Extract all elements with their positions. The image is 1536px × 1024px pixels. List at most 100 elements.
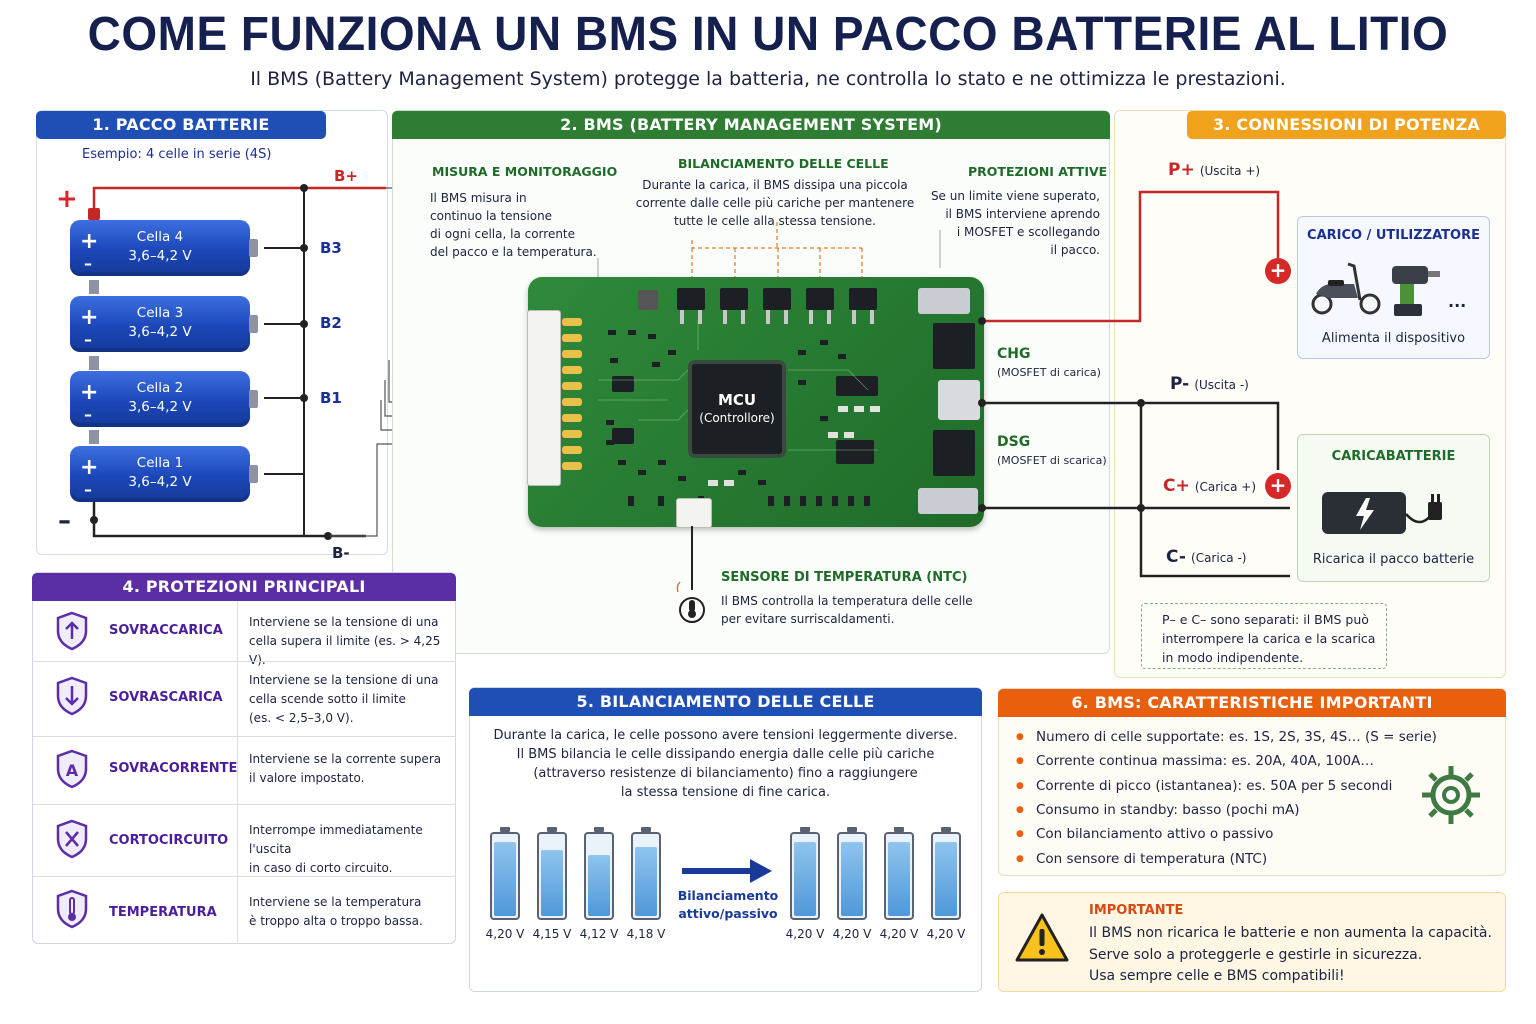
- tap-b1-label: B1: [320, 389, 342, 407]
- battery-icon: [490, 827, 520, 920]
- battery-level-fill: [494, 842, 516, 916]
- battery-voltage-label: 4,20 V: [879, 927, 919, 941]
- gear-icon: [1422, 766, 1480, 824]
- load-plus-icon: +: [1265, 258, 1291, 284]
- p-plus-label: P+ (Uscita +): [1168, 160, 1261, 180]
- bms-panel: [392, 110, 1110, 654]
- cell-3-name: Cella 3: [136, 305, 184, 321]
- battery-level-fill: [841, 842, 863, 916]
- battery-level-fill: [588, 855, 610, 916]
- cell-3-range: 3,6–4,2 V: [128, 324, 192, 340]
- battery-icon: [584, 827, 614, 920]
- protection-row: SOVRASCARICA Interviene se la tensione d…: [33, 661, 456, 736]
- charger-icon: [1322, 492, 1442, 534]
- battery-icon: [837, 827, 867, 920]
- protections-header: 4. PROTEZIONI PRINCIPALI: [32, 573, 456, 601]
- power-wiring: [978, 190, 1290, 578]
- bms-header: 2. BMS (BATTERY MANAGEMENT SYSTEM): [392, 111, 1110, 139]
- charger-title: CARICABATTERIE: [1331, 449, 1456, 464]
- battery-level-fill: [541, 850, 563, 916]
- bminus-label: B-: [332, 544, 350, 562]
- ntc-text: Il BMS controlla la temperatura delle ce…: [721, 594, 973, 626]
- warning-icon: [1015, 913, 1069, 962]
- important-panel: [998, 892, 1506, 992]
- short-circuit-icon: [56, 819, 88, 859]
- pcb-components: [598, 320, 880, 506]
- ntc-title: SENSORE DI TEMPERATURA (NTC): [721, 570, 968, 585]
- overcurrent-icon: A: [56, 749, 88, 789]
- dsg-label: DSG: [997, 434, 1031, 450]
- ic-chip-b: [836, 440, 874, 464]
- c-plus-label: C+ (Carica +): [1163, 476, 1257, 496]
- load-title: CARICO / UTILIZZATORE: [1307, 228, 1480, 243]
- protections-active-title: PROTEZIONI ATTIVE: [968, 164, 1108, 179]
- mcu-chip: [692, 364, 782, 454]
- protection-row: TEMPERATURA Interviene se la temperatura…: [33, 876, 456, 944]
- mcu-label: MCU: [717, 391, 757, 409]
- cell-2-name: Cella 2: [136, 380, 184, 396]
- dsg-sublabel: (MOSFET di scarica): [997, 454, 1107, 467]
- charger-plus-icon: +: [1265, 473, 1291, 499]
- dsg-mosfet: [933, 430, 975, 476]
- balancing-arrow: [682, 859, 772, 883]
- feature-item: Con bilanciamento attivo o passivo: [1016, 826, 1273, 842]
- protections-divider: [237, 601, 238, 944]
- battery-level-fill: [935, 842, 957, 916]
- battery-voltage-label: 4,12 V: [579, 927, 619, 941]
- cell-2: +– Cella 2 3,6–4,2 V: [70, 371, 258, 427]
- load-text: Alimenta il dispositivo: [1321, 331, 1466, 346]
- balancing-text: Durante la carica, le celle possono aver…: [493, 728, 958, 800]
- dsg-terminal: [918, 488, 978, 514]
- c-minus-label: C- (Carica -): [1166, 547, 1247, 567]
- balance-text: Durante la carica, il BMS dissipa una pi…: [635, 178, 915, 228]
- measure-title: MISURA E MONITORAGGIO: [432, 164, 618, 179]
- battery-voltage-label: 4,20 V: [832, 927, 872, 941]
- cell-2-range: 3,6–4,2 V: [128, 399, 192, 415]
- power-header: 3. CONNESSIONI DI POTENZA: [1187, 111, 1506, 139]
- battery-icon: [537, 827, 567, 920]
- mcu-sublabel: (Controllore): [699, 411, 775, 425]
- chg-label: CHG: [997, 346, 1031, 362]
- drill-icon: [1392, 266, 1440, 316]
- cell-4: +– Cella 4 3,6–4,2 V: [70, 220, 258, 276]
- scooter-icon: [1311, 262, 1381, 315]
- protection-row: CORTOCIRCUITO Interrompe immediatamente …: [33, 804, 456, 876]
- important-title: IMPORTANTE: [1089, 903, 1184, 918]
- battery-icon: [931, 827, 961, 920]
- pack-plus-sign: +: [56, 184, 78, 214]
- battery-voltage-label: 4,20 V: [785, 927, 825, 941]
- power-panel: [1114, 110, 1506, 678]
- pack-example: Esempio: 4 celle in serie (4S): [82, 147, 272, 162]
- charger-text: Ricarica il pacco batterie: [1312, 552, 1475, 567]
- pack-minus-sign: –: [58, 506, 71, 536]
- ntc-probe: [676, 526, 705, 623]
- battery-icon: [790, 827, 820, 920]
- pack-header: 1. PACCO BATTERIE: [36, 111, 326, 139]
- ic-chip-a: [836, 376, 878, 396]
- protection-row: A SOVRACORRENTE Interviene se la corrent…: [33, 736, 456, 804]
- ic-chip-d: [612, 428, 634, 444]
- ic-chip-e: [638, 290, 658, 310]
- page-subtitle: Il BMS (Battery Management System) prote…: [250, 68, 1286, 90]
- feature-item: Corrente di picco (istantanea): es. 50A …: [1016, 778, 1392, 794]
- mid-terminal: [938, 380, 980, 420]
- chg-mosfet: [933, 323, 975, 369]
- balance-connector: [527, 310, 561, 486]
- battery-level-fill: [635, 847, 657, 916]
- bplus-label: B+: [334, 167, 359, 185]
- feature-item: Con sensore di temperatura (NTC): [1016, 851, 1267, 867]
- protection-row: SOVRACCARICA Interviene se la tensione d…: [33, 601, 456, 667]
- cell-3: +– Cella 3 3,6–4,2 V: [70, 296, 258, 352]
- cell-1: +– Cella 1 3,6–4,2 V: [70, 446, 258, 502]
- cell-4-range: 3,6–4,2 V: [128, 248, 192, 264]
- protections-panel: [32, 572, 456, 944]
- balance-title: BILANCIAMENTO DELLE CELLE: [678, 156, 889, 171]
- ntc-connector: [676, 498, 712, 528]
- protections-active-text: Se un limite viene superato,il BMS inter…: [930, 189, 1100, 257]
- page-title: COME FUNZIONA UN BMS IN UN PACCO BATTERI…: [87, 5, 1449, 61]
- chg-terminal: [918, 288, 970, 314]
- battery-voltage-label: 4,18 V: [626, 927, 666, 941]
